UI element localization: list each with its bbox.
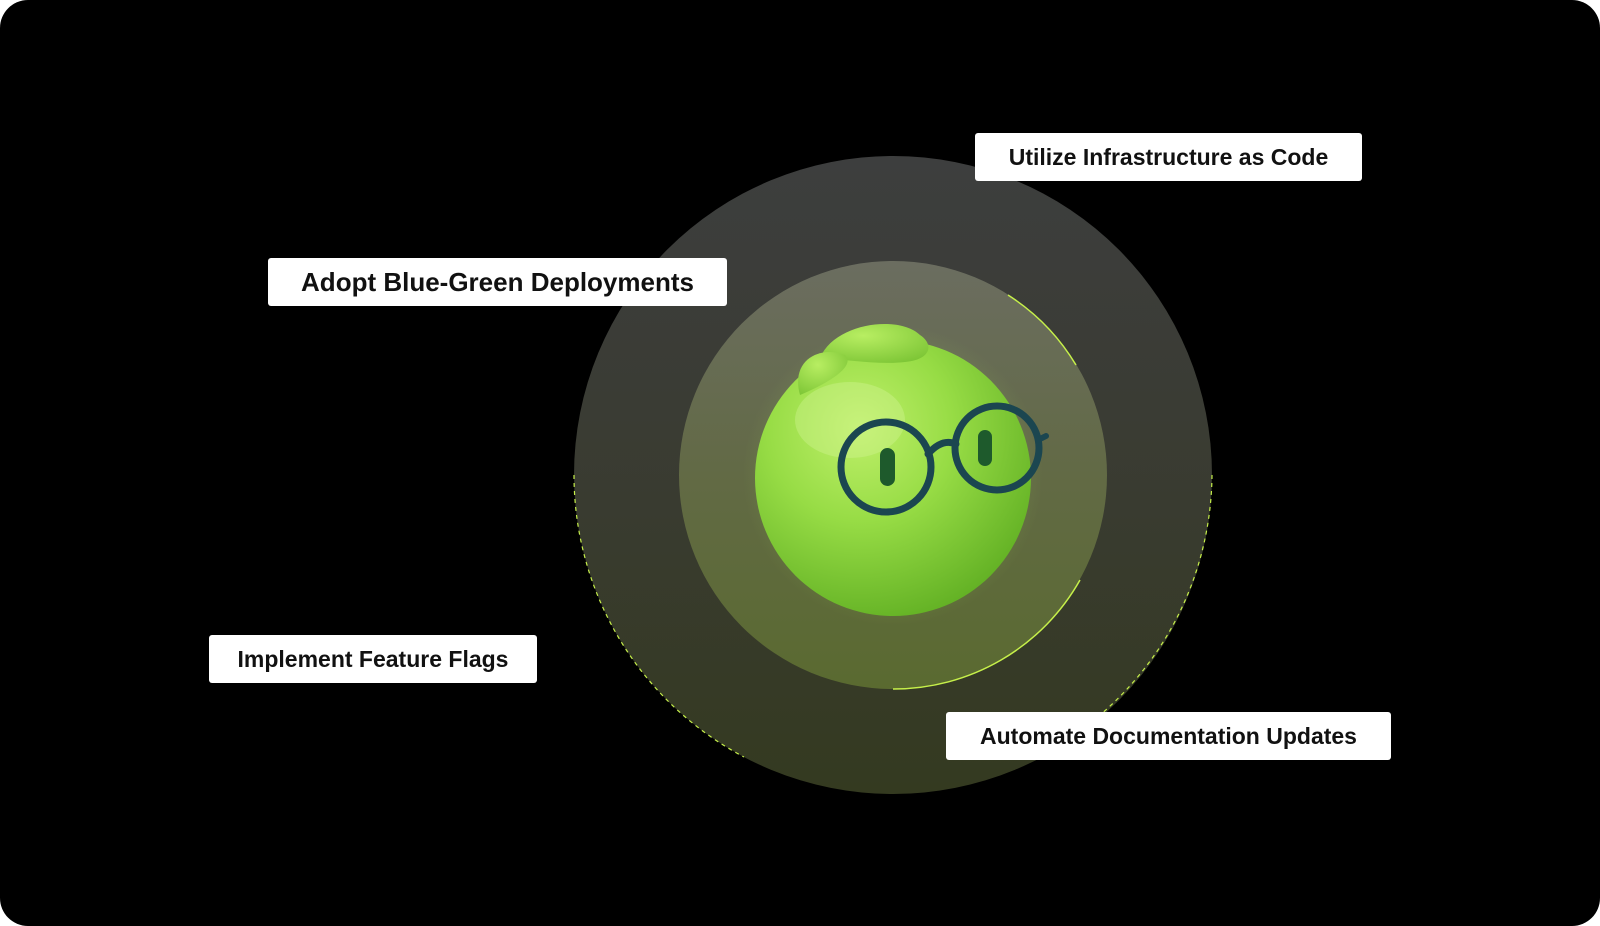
- inner-accent-arc-bottom: [892, 579, 1081, 690]
- label-infrastructure-as-code: Utilize Infrastructure as Code: [975, 133, 1362, 181]
- outer-dashed-arc-right: [1099, 474, 1213, 716]
- inner-accent-arc-top: [1007, 294, 1077, 366]
- green-blob-with-glasses-icon: [755, 323, 1049, 616]
- label-feature-flags: Implement Feature Flags: [209, 635, 537, 683]
- outer-dashed-arc-left: [573, 474, 745, 758]
- label-blue-green-deployments: Adopt Blue-Green Deployments: [268, 258, 727, 306]
- label-documentation-updates: Automate Documentation Updates: [946, 712, 1391, 760]
